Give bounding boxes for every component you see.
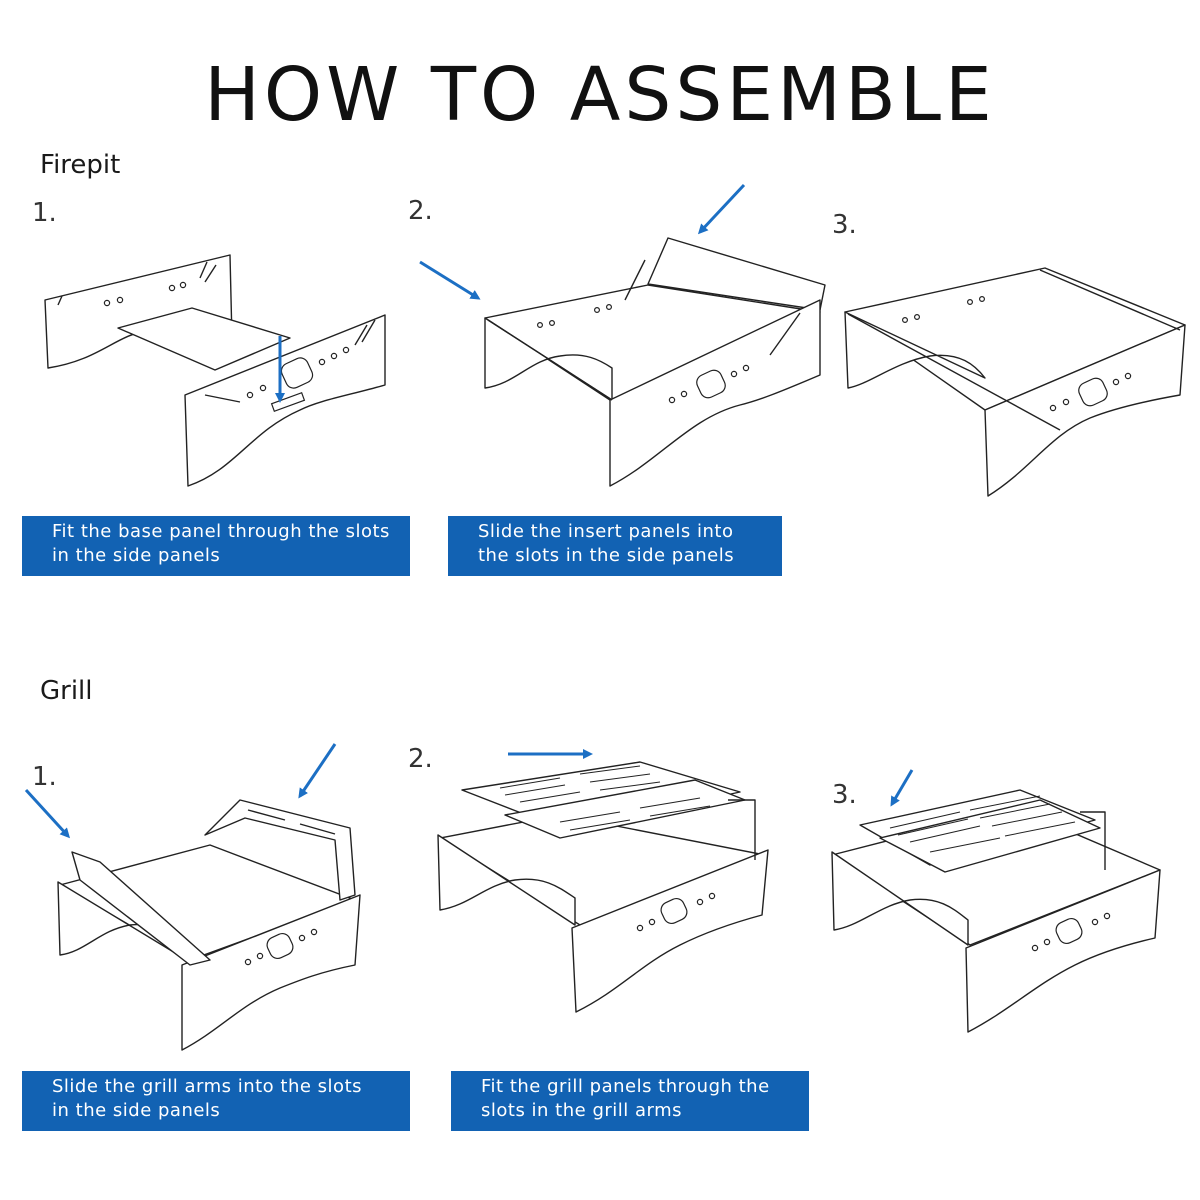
caption-line: Fit the base panel through the slots	[52, 521, 390, 542]
page-title: HOW TO ASSEMBLE	[204, 52, 996, 138]
caption-line: slots in the grill arms	[481, 1100, 683, 1121]
firepit-step-2-illustration	[419, 183, 826, 487]
firepit-section-label: Firepit	[40, 150, 121, 180]
grill-step-3-number: 3.	[832, 780, 857, 810]
firepit-step-3-number: 3.	[832, 210, 857, 240]
firepit-step-1-caption: Fit the base panel through the slots in …	[22, 516, 410, 576]
grill-step-2-caption: Fit the grill panels through the slots i…	[451, 1071, 809, 1131]
grill-step-2-illustration	[437, 749, 769, 1013]
firepit-step-1-number: 1.	[32, 198, 57, 228]
grill-step-3-illustration	[831, 769, 1161, 1033]
caption-line: Slide the insert panels into	[478, 521, 734, 542]
caption-line: Fit the grill panels through the	[481, 1076, 770, 1097]
caption-line: Slide the grill arms into the slots	[52, 1076, 362, 1097]
firepit-step-2-caption: Slide the insert panels into the slots i…	[448, 516, 782, 576]
caption-line: in the side panels	[52, 1100, 221, 1121]
firepit-step-2-number: 2.	[408, 196, 433, 226]
grill-step-1-illustration	[24, 743, 361, 1051]
caption-line: the slots in the side panels	[478, 545, 735, 566]
grill-step-1-number: 1.	[32, 762, 57, 792]
grill-step-2-number: 2.	[408, 744, 433, 774]
firepit-step-1-illustration	[44, 254, 386, 487]
grill-section-label: Grill	[40, 676, 93, 706]
firepit-step-3-illustration	[844, 267, 1186, 497]
grill-step-1-caption: Slide the grill arms into the slots in t…	[22, 1071, 410, 1131]
caption-line: in the side panels	[52, 545, 221, 566]
